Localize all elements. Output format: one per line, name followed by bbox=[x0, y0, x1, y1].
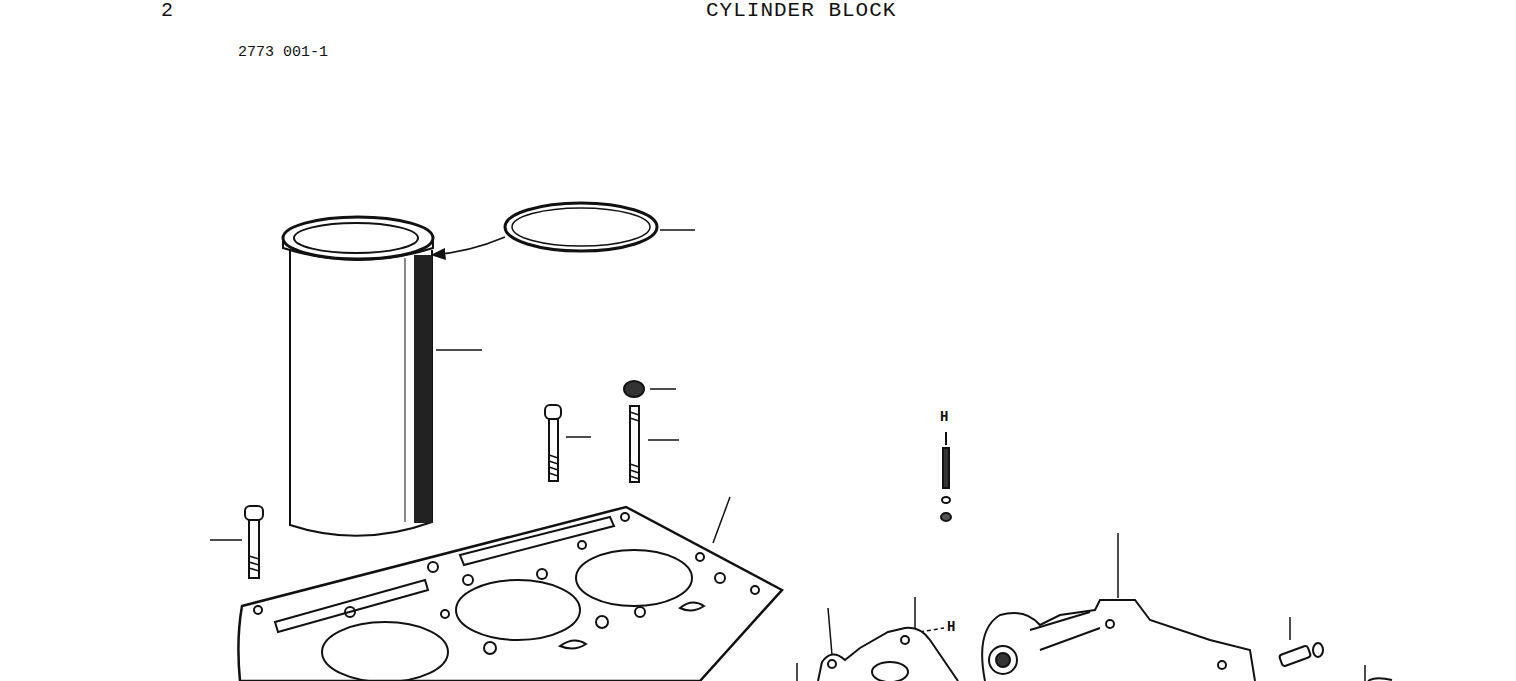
reference-letter: H bbox=[947, 620, 955, 634]
pump-housing bbox=[818, 600, 1392, 681]
cylinder-liner bbox=[283, 217, 433, 536]
figure-number: 2773 001-1 bbox=[238, 45, 328, 60]
small-parts-stack bbox=[941, 432, 951, 521]
bolt bbox=[245, 506, 263, 578]
page-title: CYLINDER BLOCK bbox=[706, 0, 896, 21]
reference-letter: H bbox=[940, 410, 948, 424]
leader-lines bbox=[210, 230, 1365, 681]
o-ring bbox=[432, 203, 657, 255]
bolt bbox=[545, 405, 561, 481]
head-gasket bbox=[238, 507, 782, 681]
nut-stud bbox=[624, 381, 644, 482]
page-number: 2 bbox=[161, 1, 173, 21]
